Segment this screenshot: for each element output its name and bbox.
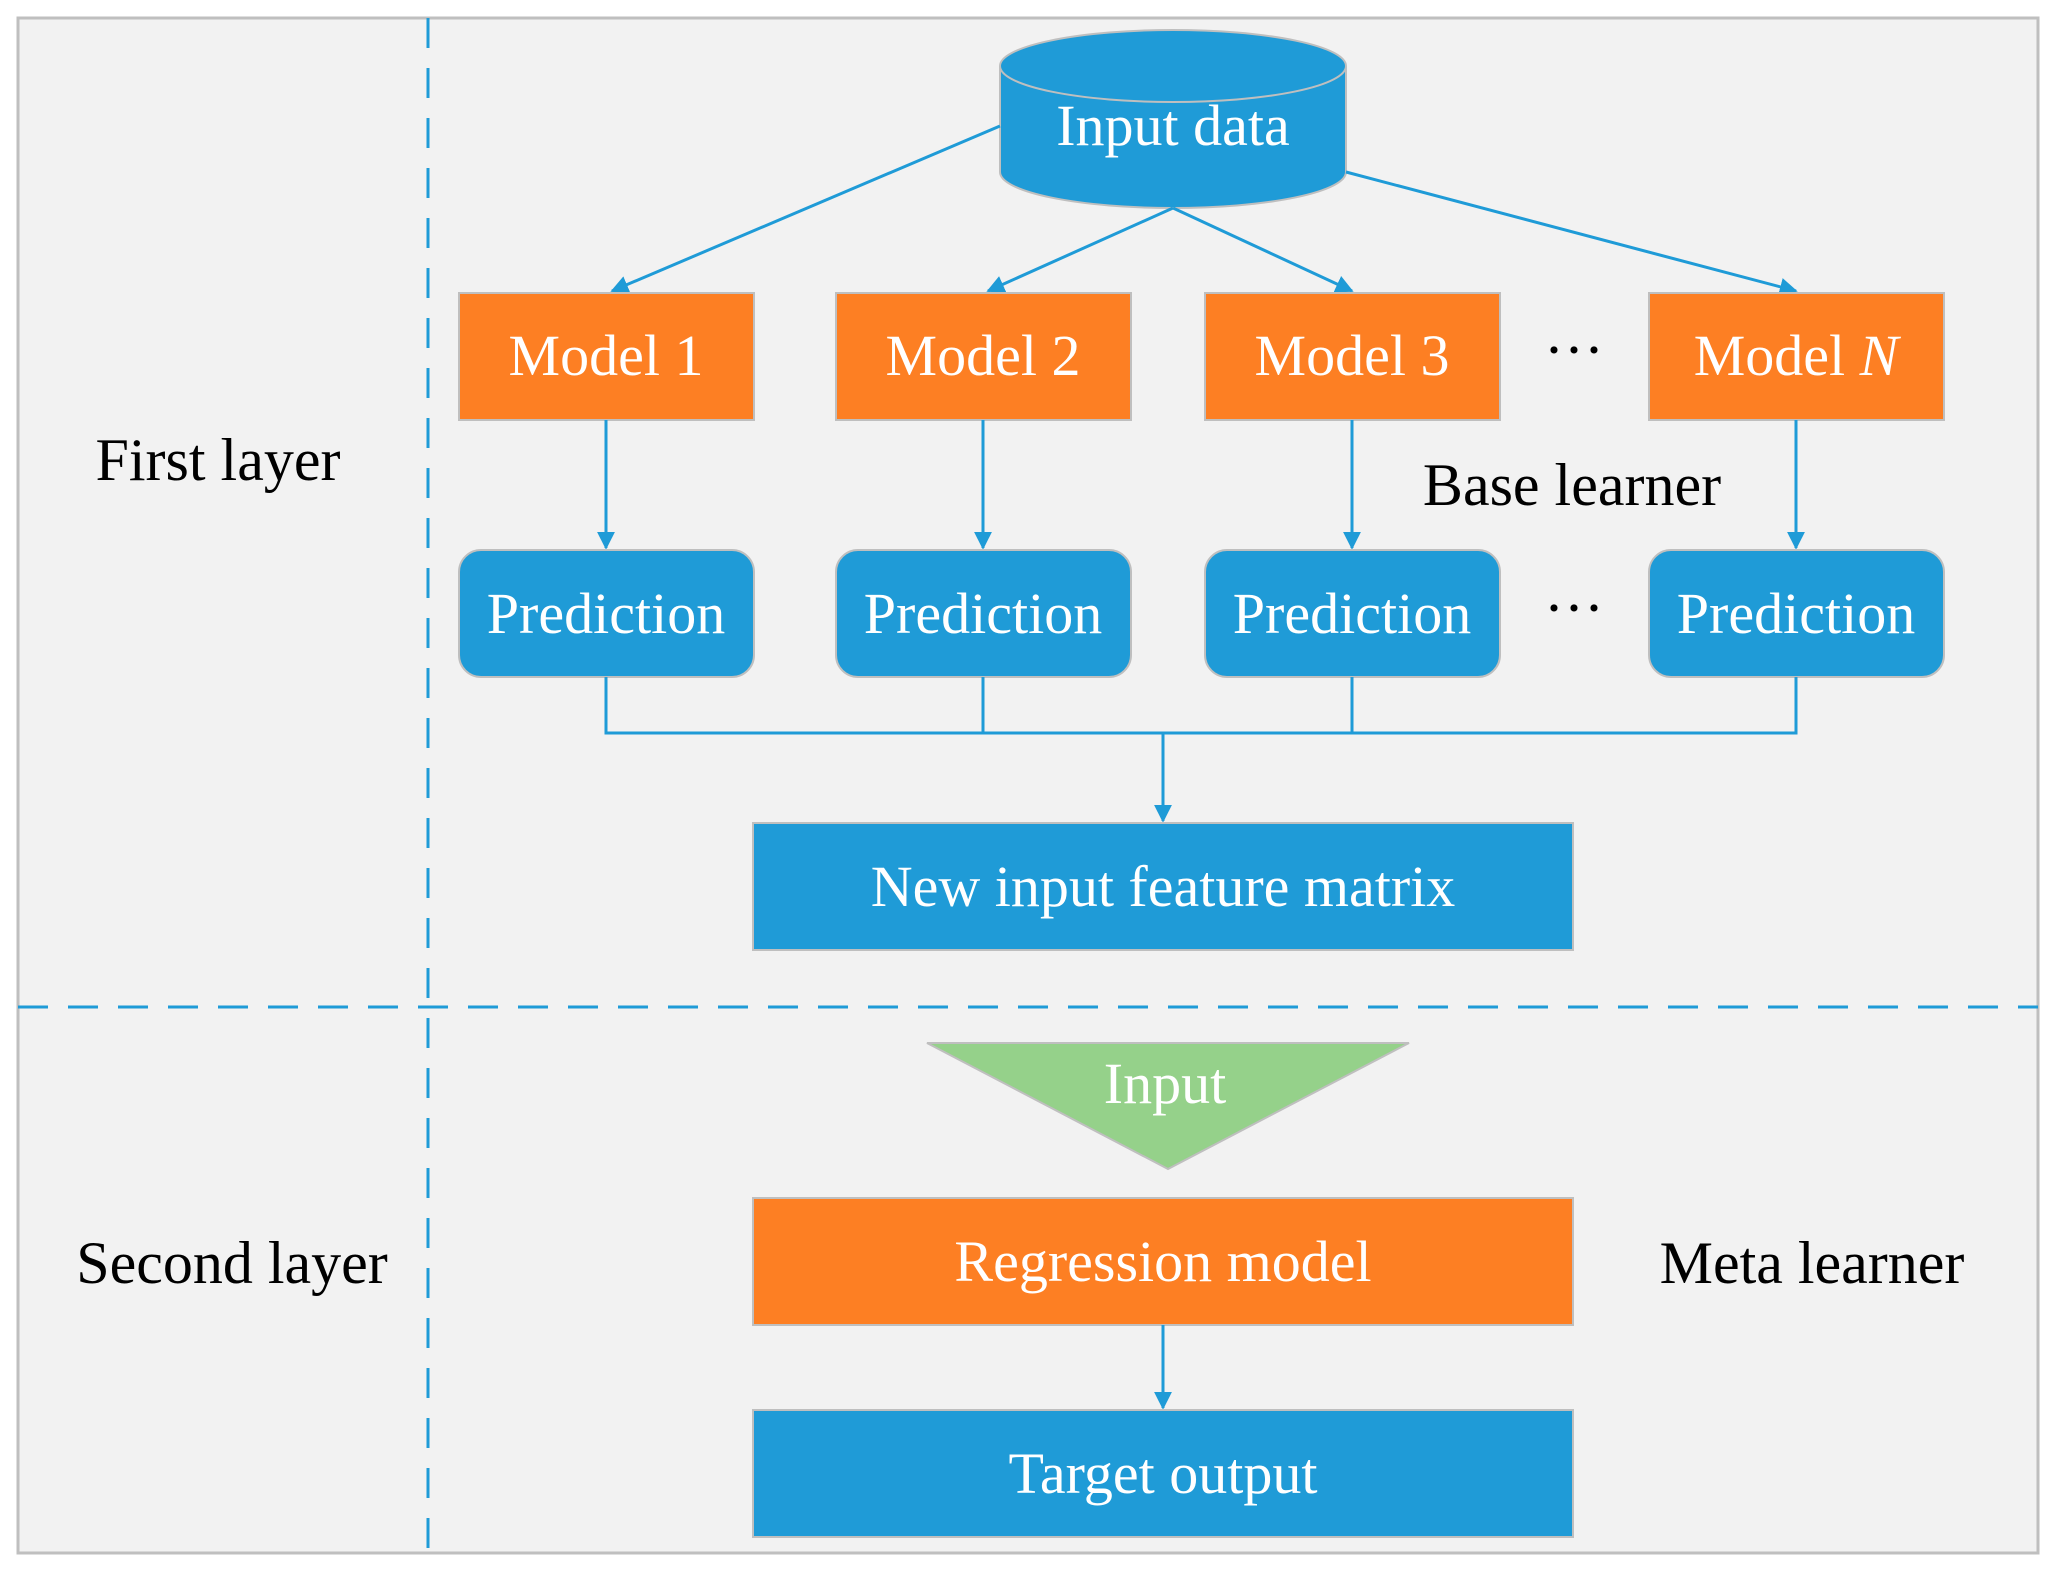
model-n-prefix: Model [1694,323,1860,388]
model-1-box: Model 1 [458,292,755,421]
input-data-label: Input data [1056,93,1290,158]
prediction-3-label: Prediction [1233,581,1471,646]
second-layer-label: Second layer [76,1230,388,1296]
target-output-box: Target output [752,1409,1574,1538]
input-triangle: Input [926,1042,1410,1171]
prediction-collector [604,677,1798,823]
model-1-label: Model 1 [509,323,704,388]
prediction-2-label: Prediction [864,581,1102,646]
prediction-1-box: Prediction [458,549,755,678]
prediction-n-box: Prediction [1648,549,1945,678]
model-n-box: Model N [1648,292,1945,421]
input-to-model-arrows [610,124,1798,296]
regression-model-box: Regression model [752,1197,1574,1326]
input-triangle-label: Input [1104,1051,1226,1116]
model-to-prediction-arrows [597,420,1805,550]
feature-matrix-label: New input feature matrix [871,854,1456,919]
models-ellipsis: ··· [1544,317,1604,383]
predictions-ellipsis: ··· [1544,575,1604,641]
first-layer-label: First layer [96,427,341,493]
meta-learner-label: Meta learner [1660,1230,1965,1296]
feature-matrix-box: New input feature matrix [752,822,1574,951]
prediction-2-box: Prediction [835,549,1132,678]
target-output-label: Target output [1009,1441,1318,1506]
model-3-label: Model 3 [1255,323,1450,388]
prediction-n-label: Prediction [1677,581,1915,646]
model-3-box: Model 3 [1204,292,1501,421]
model-n-label: Model N [1694,323,1902,388]
prediction-1-label: Prediction [487,581,725,646]
regression-model-label: Regression model [954,1229,1371,1294]
model-2-label: Model 2 [886,323,1081,388]
model-2-box: Model 2 [835,292,1132,421]
base-learner-label: Base learner [1423,452,1721,518]
model-n-italic: N [1859,323,1902,388]
input-data-cylinder: Input data [999,29,1347,209]
prediction-3-box: Prediction [1204,549,1501,678]
